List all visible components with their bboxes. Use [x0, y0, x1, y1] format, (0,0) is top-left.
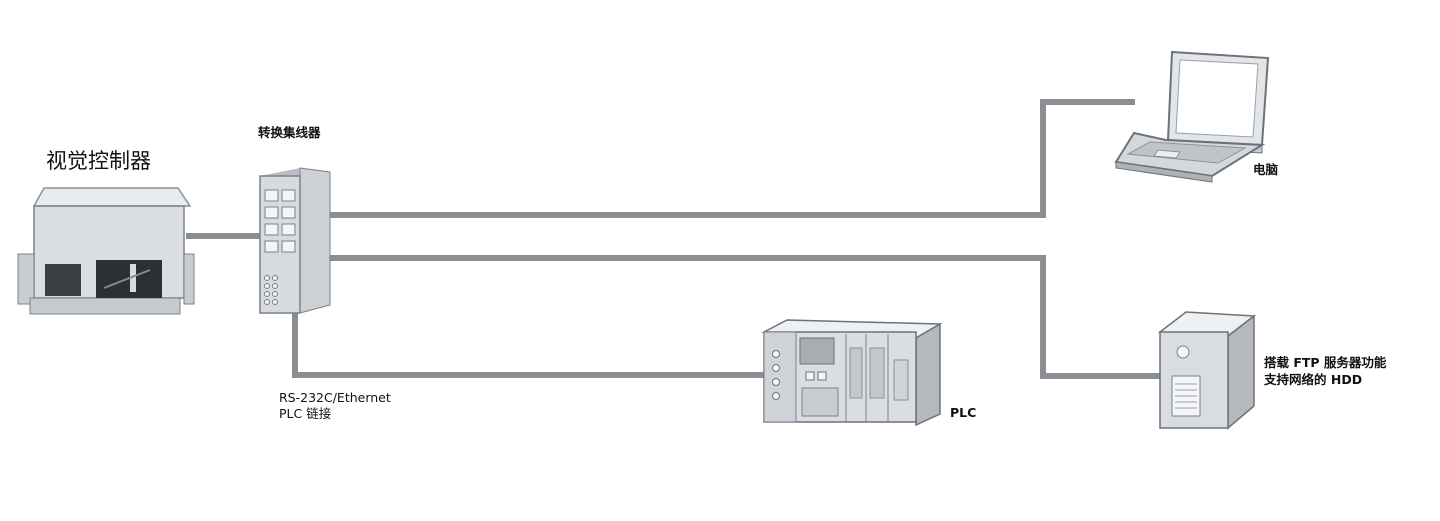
ftp-hdd-device: [1157, 311, 1257, 430]
cable-hub-to-computer: [330, 99, 1135, 218]
switching-hub-device: [259, 167, 331, 314]
plc-link-label-line1: RS-232C/Ethernet: [279, 390, 391, 405]
vision-controller-device: [17, 187, 195, 315]
cable-hub-to-plc: [292, 312, 765, 378]
plc-link-label-line2: PLC 链接: [279, 406, 332, 421]
vision-controller-label: 视觉控制器: [46, 149, 151, 173]
computer-device: [1114, 50, 1270, 183]
cables: [186, 99, 1160, 379]
ftp-hdd-label-line2: 支持网络的 HDD: [1264, 372, 1363, 387]
plc-label: PLC: [950, 405, 977, 420]
switching-hub-label: 转换集线器: [258, 125, 321, 140]
plc-device: [761, 319, 943, 427]
cable-hub-to-hdd: [330, 255, 1160, 379]
ftp-hdd-label-line1: 搭载 FTP 服务器功能: [1264, 355, 1387, 370]
computer-label: 电脑: [1253, 162, 1279, 177]
